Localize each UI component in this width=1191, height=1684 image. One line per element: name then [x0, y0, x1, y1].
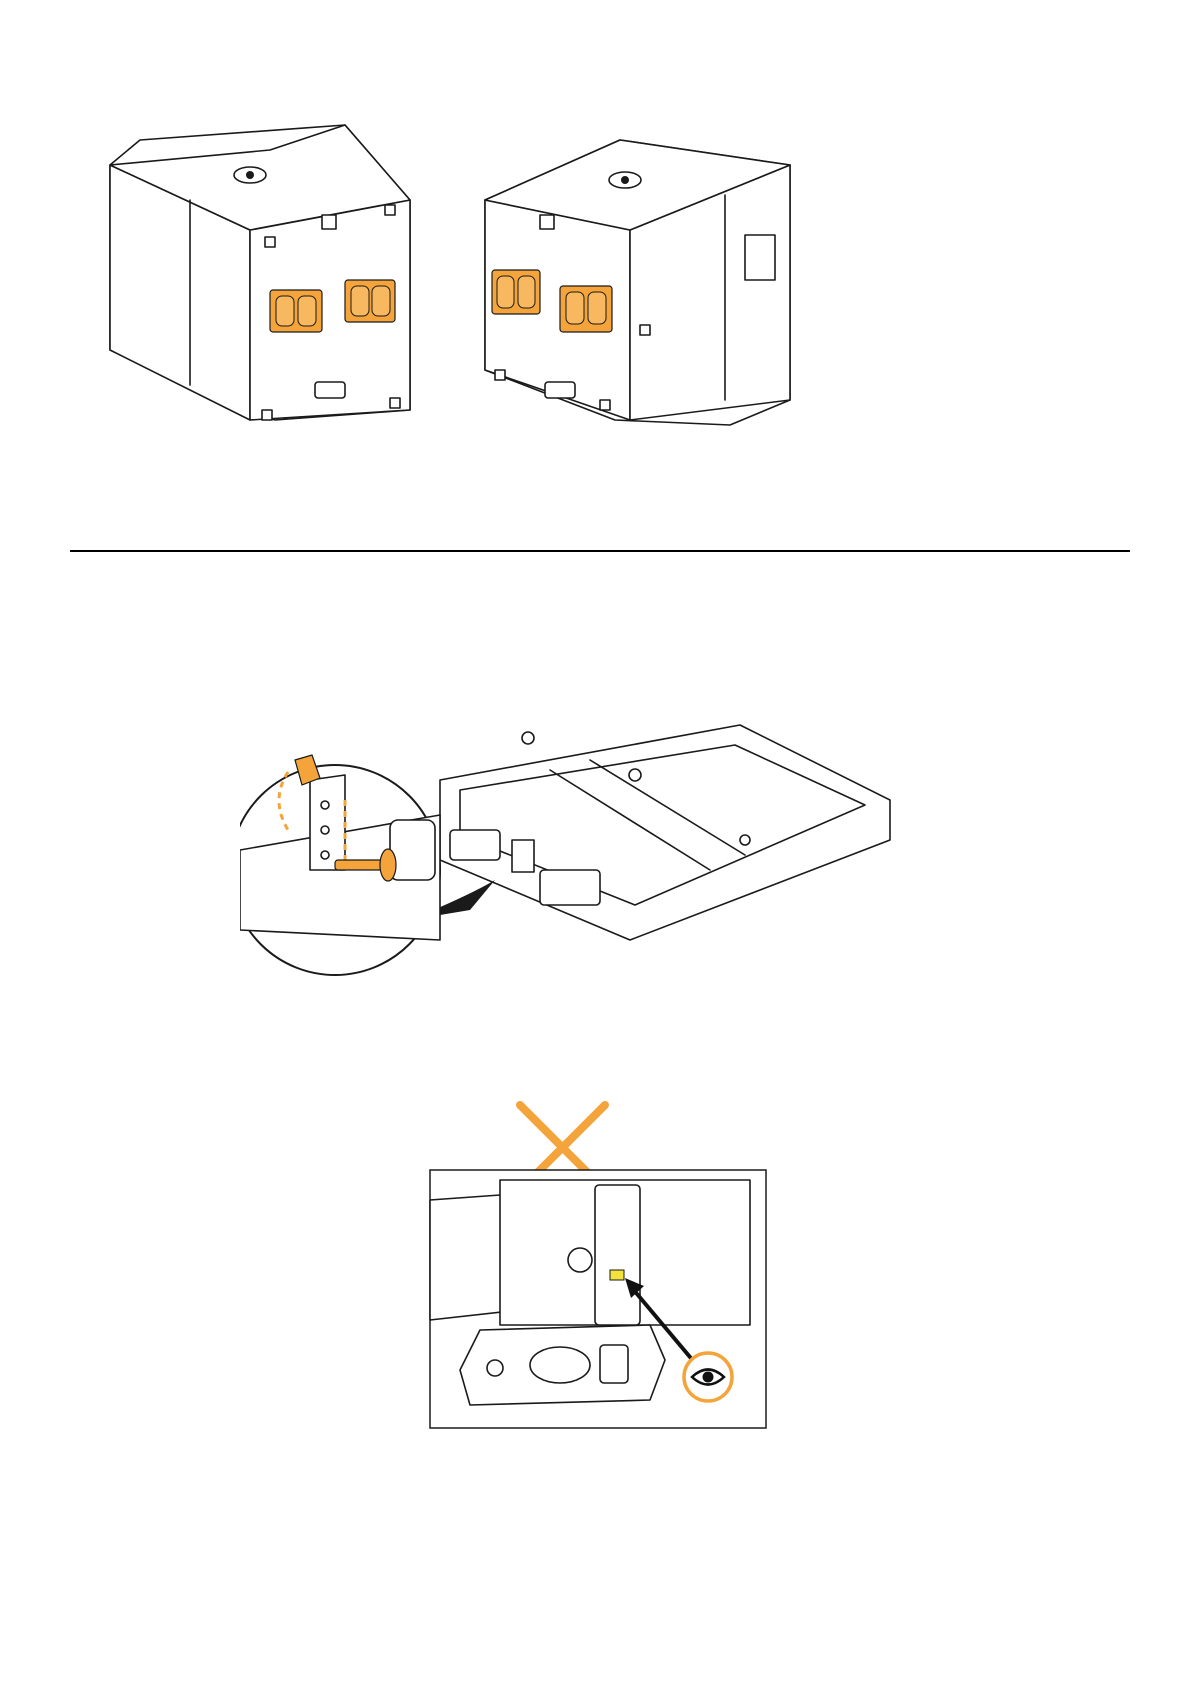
left-cabinet-handle-group-2 — [345, 280, 395, 322]
right-cabinet-handle-group-2 — [560, 286, 612, 332]
section-divider — [70, 550, 1130, 552]
rigging-frame — [440, 725, 890, 940]
eye-icon — [684, 1353, 732, 1401]
rigging-frame-illustration — [240, 720, 970, 1020]
left-cabinet — [110, 125, 410, 420]
left-cabinet-handle-group-1 — [270, 290, 322, 332]
right-cabinet-handle-group-1 — [492, 270, 540, 314]
subwoofer-handles-illustration — [100, 120, 880, 460]
right-cabinet — [485, 140, 790, 425]
incorrect-lock-detail — [420, 1100, 780, 1440]
